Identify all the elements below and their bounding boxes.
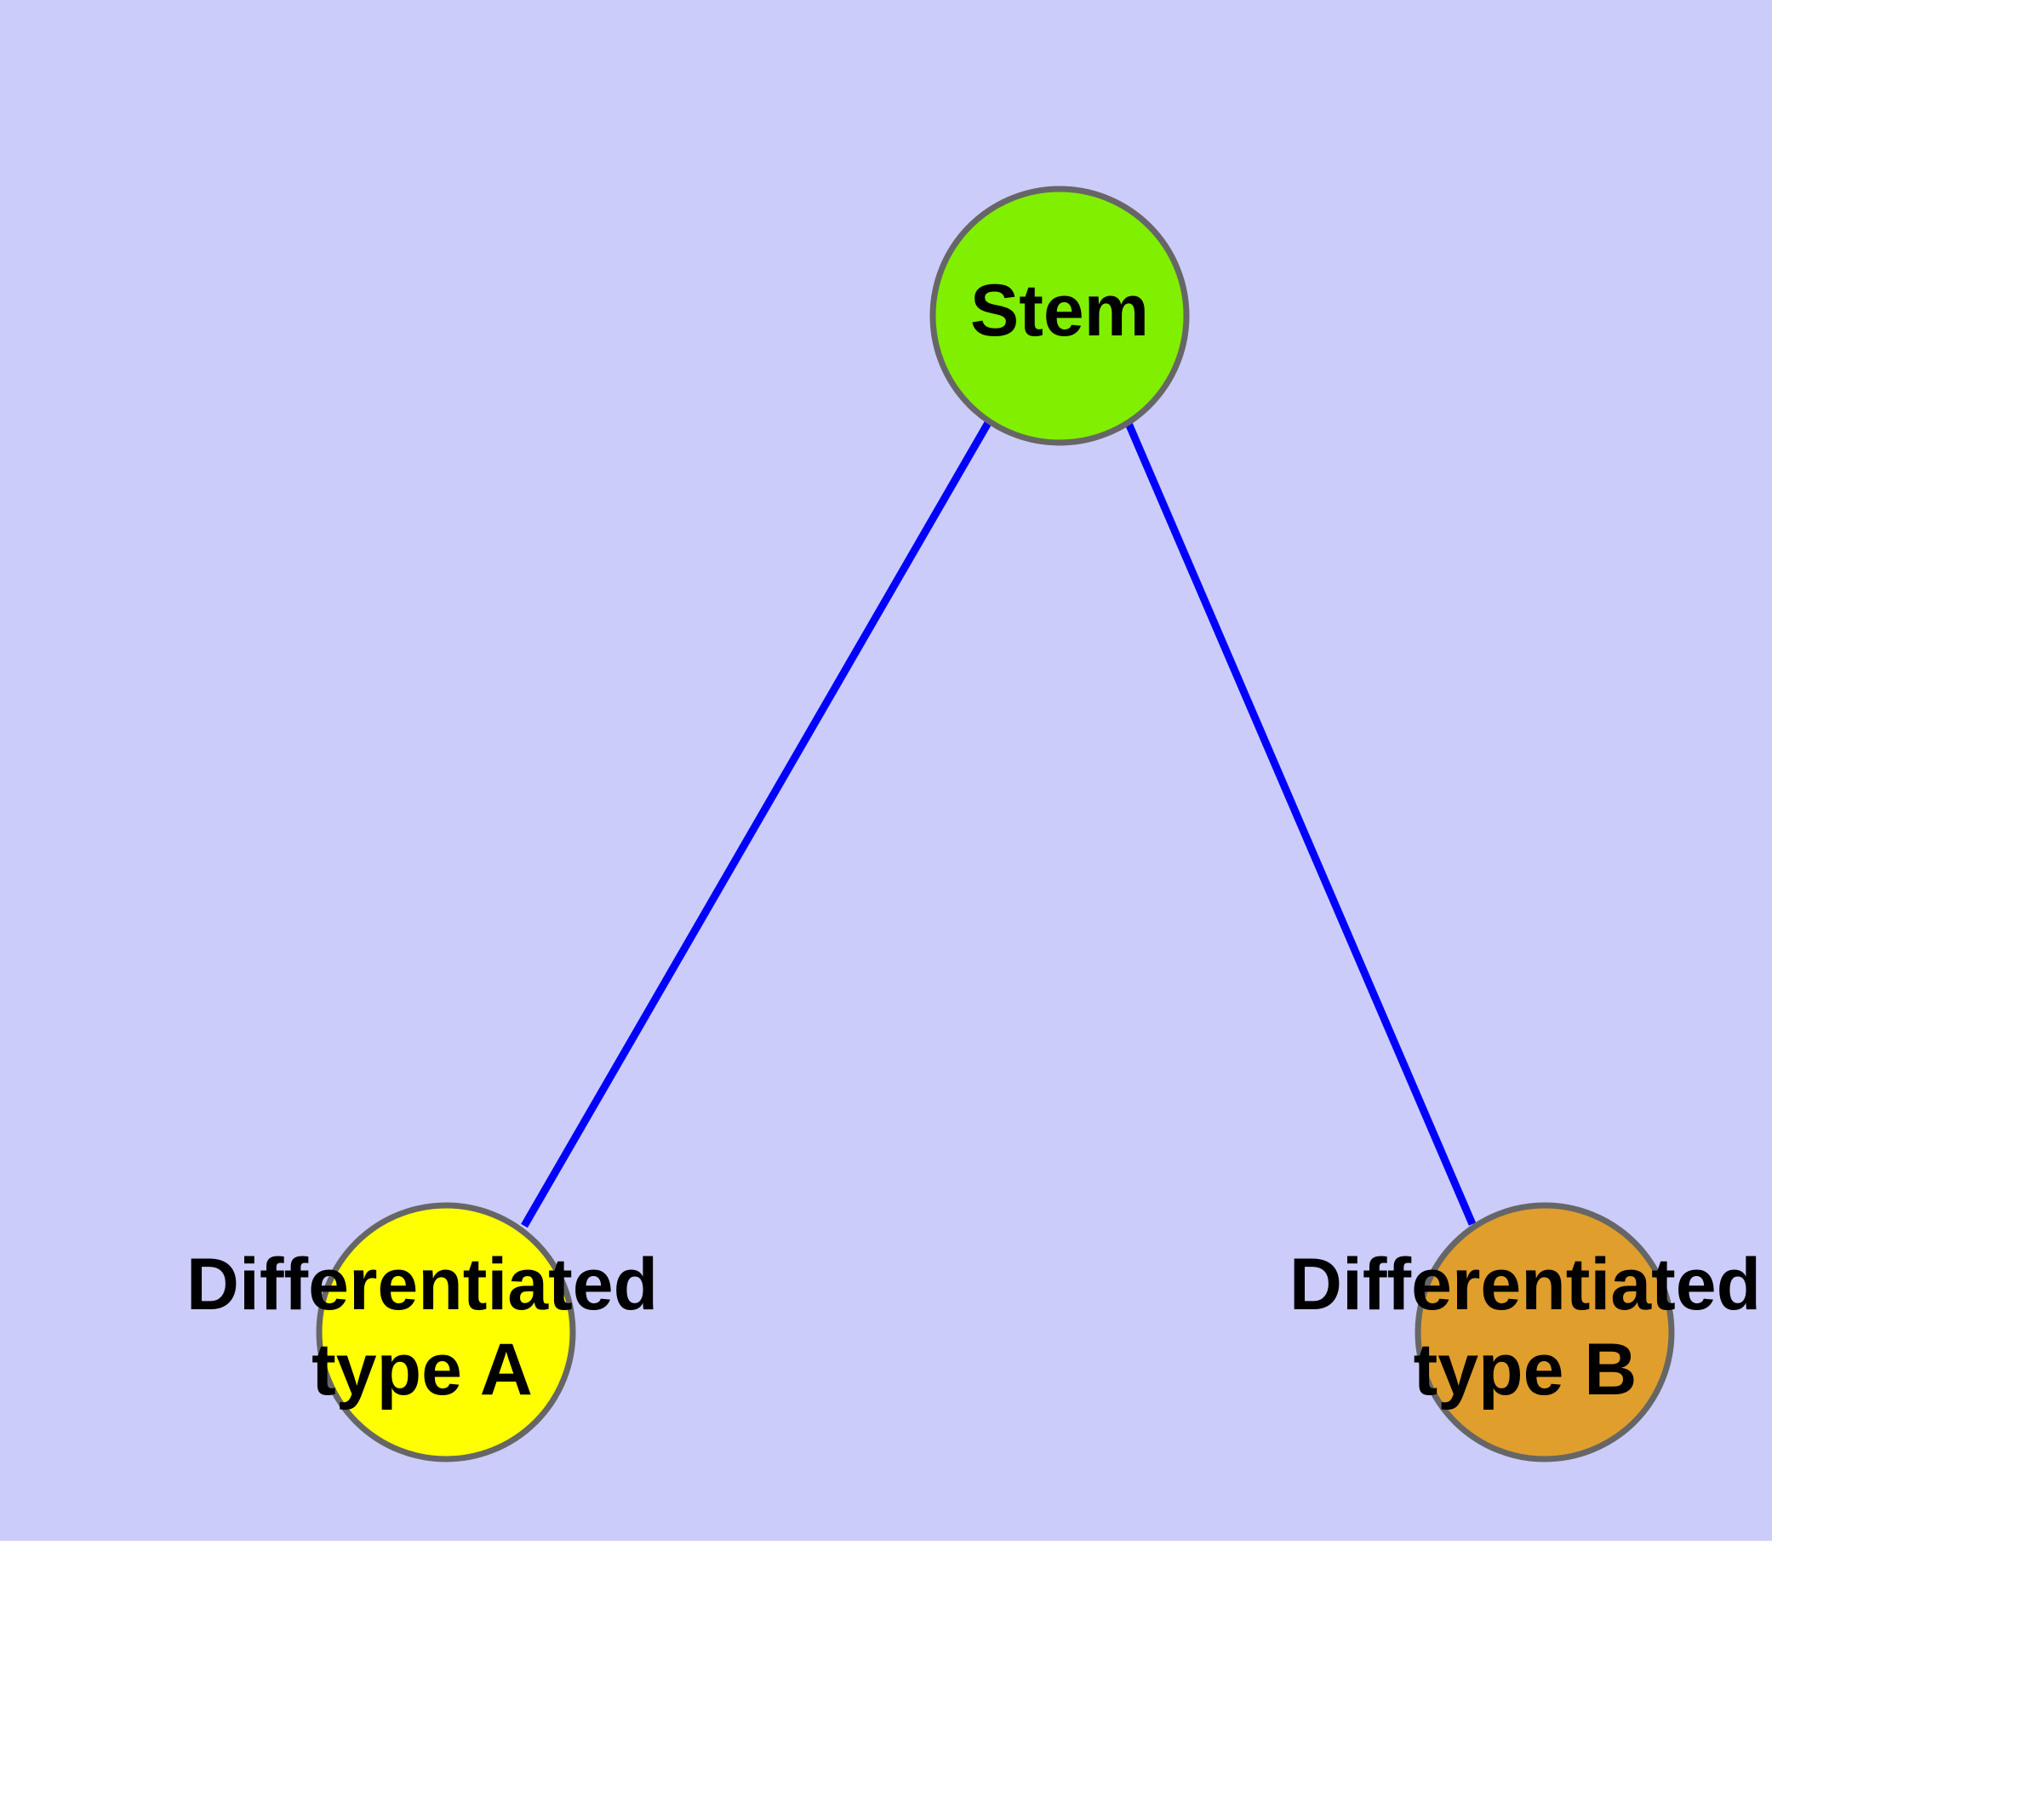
edge-stem-to-differentiated-type-b[interactable]	[1123, 420, 1477, 1226]
edge-stem-to-differentiated-type-a[interactable]	[521, 419, 992, 1228]
edges-group	[521, 419, 1477, 1228]
node-differentiated-type-b-circle[interactable]	[1415, 1202, 1675, 1462]
node-differentiated-type-a-circle[interactable]	[316, 1202, 576, 1462]
node-stem-circle[interactable]	[929, 186, 1190, 446]
node-stem[interactable]: Stem	[929, 186, 1190, 446]
node-stem-label: Stem	[970, 270, 1149, 352]
